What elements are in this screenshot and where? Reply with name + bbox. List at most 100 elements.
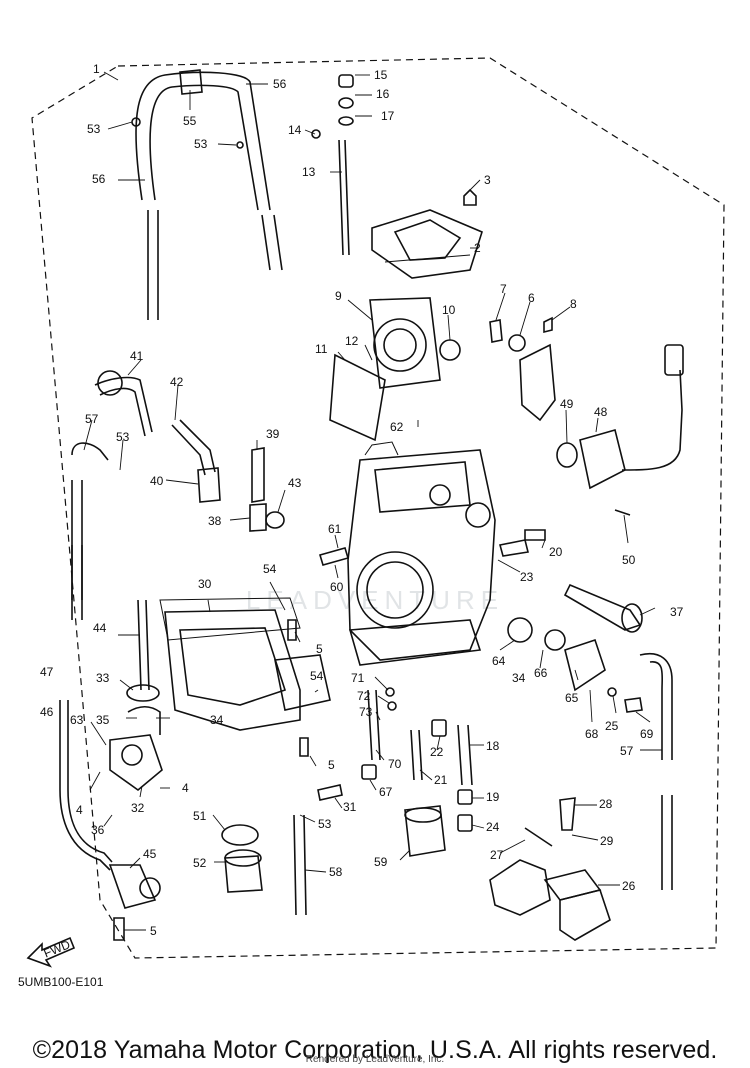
bottom-right-parts	[489, 797, 611, 941]
callout-5c: 5	[150, 924, 157, 938]
float-bowl	[159, 597, 331, 731]
callout-17: 17	[381, 109, 395, 123]
callout-39: 39	[266, 427, 280, 441]
right-side-parts	[499, 529, 673, 890]
assembly-boundary	[31, 57, 725, 959]
fwd-arrow-icon: FWD	[26, 936, 76, 968]
callout-68: 68	[585, 727, 599, 741]
callout-51: 51	[193, 809, 207, 823]
callout-66: 66	[534, 666, 548, 680]
callout-19: 19	[486, 790, 500, 804]
callout-2: 2	[474, 241, 481, 255]
svg-text:FWD: FWD	[42, 937, 73, 960]
callout-1: 1	[93, 62, 100, 76]
callout-13: 13	[302, 165, 316, 179]
callout-47: 47	[40, 665, 54, 679]
watermark: LEADVENTURE	[245, 585, 505, 615]
callout-27: 27	[490, 848, 504, 862]
jet-parts-bottom	[361, 687, 473, 832]
callout-53c: 53	[116, 430, 130, 444]
callout-72: 72	[357, 689, 371, 703]
callout-38: 38	[208, 514, 222, 528]
callout-50: 50	[622, 553, 636, 567]
callout-11: 11	[315, 342, 328, 356]
drain-parts	[221, 814, 307, 916]
callout-37: 37	[670, 605, 684, 619]
callout-15: 15	[374, 68, 388, 82]
callout-71: 71	[351, 671, 365, 685]
callout-42: 42	[170, 375, 184, 389]
callout-14: 14	[288, 123, 302, 137]
callout-26: 26	[622, 879, 636, 893]
callout-29: 29	[600, 834, 614, 848]
callout-28: 28	[599, 797, 613, 811]
callout-33: 33	[96, 671, 110, 685]
callout-9: 9	[335, 289, 342, 303]
callout-16: 16	[376, 87, 390, 101]
callout-40: 40	[150, 474, 164, 488]
callout-4b: 4	[182, 781, 189, 795]
callout-56b: 56	[92, 172, 106, 186]
callout-12: 12	[345, 334, 359, 348]
needle-parts	[311, 74, 354, 256]
callout-69: 69	[640, 727, 654, 741]
callout-labels: 1 2 3 4 4 5 5 5 6 7 8 9 10 11 12 13 14 1…	[40, 62, 684, 938]
callout-44: 44	[93, 621, 107, 635]
callout-30: 30	[198, 577, 212, 591]
callout-57b: 57	[620, 744, 634, 758]
callout-52: 52	[193, 856, 207, 870]
callout-62: 62	[390, 420, 404, 434]
callout-6: 6	[528, 291, 535, 305]
diagram-code: 5UMB100-E101	[18, 975, 104, 989]
callout-18: 18	[486, 739, 500, 753]
fuel-hoses-left	[71, 370, 216, 620]
callout-58: 58	[329, 865, 343, 879]
accelerator-pump	[109, 599, 163, 792]
throttle-valve	[329, 297, 461, 442]
callout-20: 20	[549, 545, 563, 559]
throttle-sensor	[556, 344, 684, 516]
throttle-lever	[489, 316, 556, 422]
callout-36: 36	[91, 823, 105, 837]
callout-65: 65	[565, 691, 579, 705]
callout-59: 59	[374, 855, 388, 869]
carburetor-body	[347, 441, 496, 666]
callout-5a: 5	[316, 642, 323, 656]
top-cover	[371, 188, 483, 279]
vent-hoses	[131, 69, 283, 320]
callout-22: 22	[430, 745, 444, 759]
callout-54a: 54	[263, 562, 277, 576]
callout-31: 31	[343, 800, 357, 814]
callout-5b: 5	[328, 758, 335, 772]
callout-60: 60	[330, 580, 344, 594]
callout-21: 21	[434, 773, 448, 787]
callout-61: 61	[328, 522, 342, 536]
callout-34a: 34	[210, 713, 224, 727]
leader-lines	[83, 71, 662, 931]
callout-45: 45	[143, 847, 157, 861]
callout-3: 3	[484, 173, 491, 187]
float	[404, 805, 446, 857]
callout-10: 10	[442, 303, 456, 317]
callout-49: 49	[560, 397, 574, 411]
jet-parts-left	[197, 447, 285, 532]
callout-8: 8	[570, 297, 577, 311]
callout-35: 35	[96, 713, 110, 727]
callout-46: 46	[40, 705, 54, 719]
callout-7: 7	[500, 282, 507, 296]
callout-73: 73	[359, 705, 373, 719]
bolts	[113, 547, 350, 941]
callout-41: 41	[130, 349, 144, 363]
callout-43: 43	[288, 476, 302, 490]
callout-55: 55	[183, 114, 197, 128]
callout-53b: 53	[194, 137, 208, 151]
callout-24: 24	[486, 820, 500, 834]
callout-70: 70	[388, 757, 402, 771]
callout-23: 23	[520, 570, 534, 584]
rendered-by-text: Rendered by LeadVenture, Inc.	[305, 1054, 445, 1065]
callout-56a: 56	[273, 77, 287, 91]
choke-cable	[59, 700, 161, 909]
callout-67: 67	[379, 785, 393, 799]
callout-53d: 53	[318, 817, 332, 831]
